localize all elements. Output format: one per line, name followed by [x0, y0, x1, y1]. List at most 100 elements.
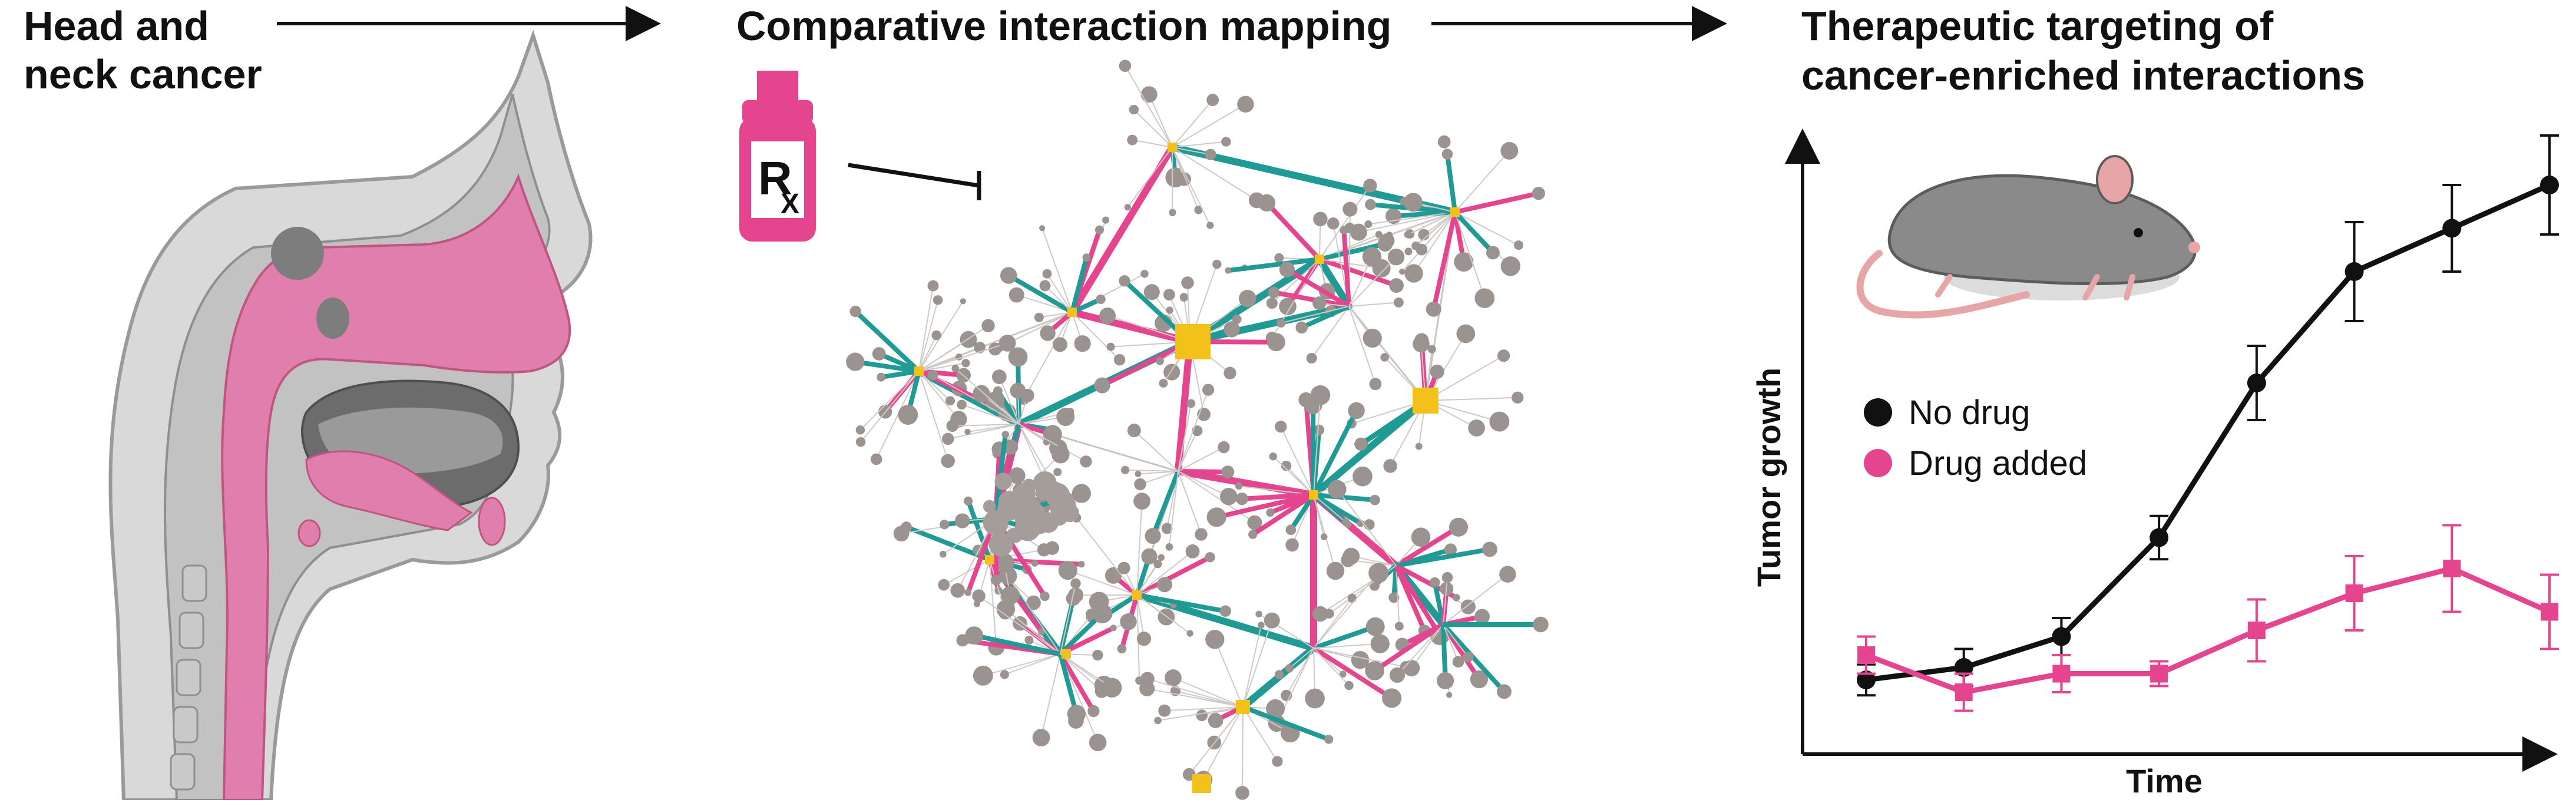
network-node [1321, 533, 1327, 540]
network-node [1236, 493, 1248, 505]
network-spoke [1125, 470, 1178, 471]
network-node [1117, 644, 1127, 653]
network-node [1034, 313, 1044, 322]
network-node [1395, 622, 1404, 631]
network-node [1430, 577, 1440, 588]
network-node [947, 420, 958, 432]
network-node [989, 533, 1013, 557]
network-node [1277, 319, 1285, 328]
network-node [1110, 624, 1117, 631]
network-node [1416, 443, 1423, 450]
network-node [1264, 613, 1280, 629]
network-node [1394, 298, 1404, 308]
network-node [1133, 493, 1150, 510]
network-node [1364, 519, 1375, 530]
network-spoke [1024, 312, 1072, 399]
y-axis-label: Tumor growth [1750, 368, 1787, 587]
network-node [942, 433, 954, 445]
legend-label-drug-added: Drug added [1909, 444, 2087, 483]
network-spoke [1148, 679, 1243, 707]
network-node [1000, 670, 1009, 679]
network-node [1403, 660, 1420, 676]
network-node [1363, 179, 1377, 192]
right-title-line2: cancer-enriched interactions [1801, 52, 2365, 98]
network-node [973, 385, 990, 402]
data-point-circle [2052, 627, 2071, 646]
data-point-circle [2442, 219, 2461, 238]
network-node [961, 359, 970, 367]
legend-marker-no-drug [1864, 398, 1892, 427]
network-node [1342, 548, 1360, 565]
network-node [1043, 269, 1052, 279]
network-node [898, 405, 918, 425]
network-node [1324, 609, 1334, 619]
network-node [1127, 135, 1137, 146]
network-node [1375, 231, 1383, 238]
network-node [1388, 249, 1404, 265]
network-node [1114, 354, 1125, 365]
network-node [1348, 402, 1365, 419]
left-panel: Head and neck cancer [24, 3, 654, 800]
rx-label-sub: X [781, 189, 799, 220]
network-node [933, 295, 943, 305]
network-hub-node [1168, 143, 1177, 152]
network-node [1106, 343, 1115, 351]
network-node [1285, 524, 1296, 535]
network-node [1382, 688, 1401, 708]
network-node [1083, 253, 1091, 262]
data-point-square [2150, 665, 2168, 683]
network-hub-node [1062, 649, 1071, 659]
network-node [1390, 667, 1405, 683]
network-node [1119, 275, 1130, 286]
network-node [1416, 244, 1427, 256]
network-node [1411, 527, 1431, 547]
network-node [972, 589, 985, 602]
network-node [1031, 560, 1038, 567]
network-node [1154, 717, 1162, 725]
network-node [1129, 105, 1139, 114]
network-node [1001, 586, 1020, 605]
network-node [1051, 445, 1069, 463]
network-node [1463, 652, 1473, 662]
network-node [1474, 609, 1490, 624]
anatomy-illustration [111, 35, 591, 800]
network-node [945, 396, 955, 405]
data-point-square [2248, 622, 2266, 639]
network-node [960, 331, 977, 348]
network-node [964, 429, 970, 435]
network-node [1404, 193, 1423, 212]
network-node [1102, 217, 1109, 224]
network-node [1220, 488, 1237, 505]
network-node [1026, 596, 1041, 610]
network-node [1135, 471, 1142, 477]
network-node [1474, 288, 1494, 308]
network-node [1212, 260, 1221, 269]
network-node [1040, 591, 1050, 601]
network-node [1366, 617, 1385, 636]
network-node [1354, 438, 1367, 451]
network-node [1497, 349, 1510, 362]
network-node [965, 626, 983, 645]
network-node [1039, 225, 1045, 231]
data-point-circle [2150, 528, 2168, 547]
network-node [1165, 669, 1182, 686]
network-node [1456, 325, 1475, 343]
network-node [1163, 364, 1180, 381]
network-node [1157, 577, 1172, 592]
network-node [1239, 290, 1256, 308]
data-point-circle [2540, 176, 2559, 194]
network-spoke [1147, 689, 1243, 707]
legend: No drug Drug added [1864, 394, 2087, 483]
network-node [1117, 562, 1130, 574]
network-node [1181, 276, 1194, 289]
network-node [1272, 756, 1282, 766]
network-node [1428, 345, 1436, 353]
network-node [1348, 594, 1357, 603]
network-node [1218, 441, 1229, 453]
network-node [991, 575, 1001, 586]
network-node [1512, 392, 1523, 404]
network-node [1499, 566, 1516, 583]
network-node [983, 500, 996, 513]
network-node [940, 551, 947, 558]
